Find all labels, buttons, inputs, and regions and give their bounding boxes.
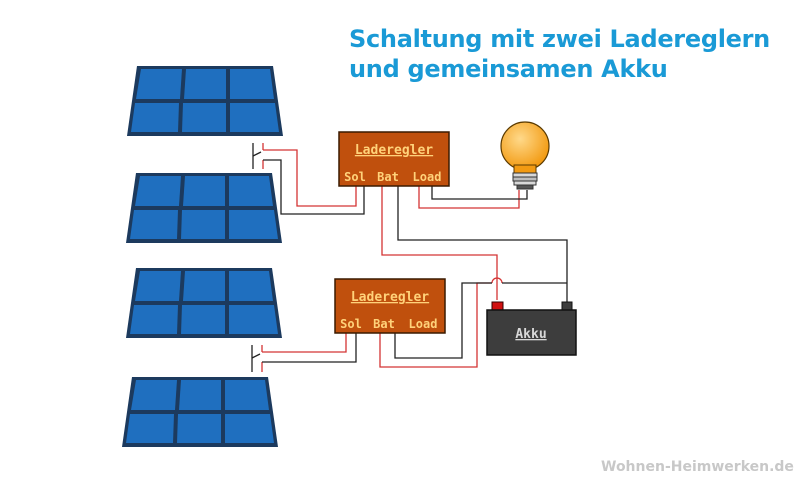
- terminal-load: Load: [409, 317, 438, 331]
- charge-controller-2: Laderegler Sol Bat Load: [334, 278, 446, 334]
- bottom-wiring: [251, 277, 567, 372]
- light-bulb-icon: [500, 121, 550, 190]
- charge-controller-1: Laderegler Sol Bat Load: [338, 131, 450, 187]
- terminal-load: Load: [413, 170, 442, 184]
- title-line-2: und gemeinsamen Akku: [349, 55, 668, 83]
- solar-panel-icon: [127, 66, 283, 136]
- watermark: Wohnen-Heimwerken.de: [601, 459, 794, 475]
- terminal-bat: Bat: [373, 317, 395, 331]
- controller-label: Laderegler: [351, 290, 429, 305]
- terminal-sol: Sol: [344, 170, 366, 184]
- diagram-title: Schaltung mit zwei Ladereglern und gemei…: [349, 24, 770, 84]
- battery-label: Akku: [515, 327, 546, 342]
- controller-label: Laderegler: [355, 143, 433, 158]
- solar-panel-icon: [126, 173, 282, 243]
- battery-icon: Akku: [486, 301, 577, 356]
- terminal-bat: Bat: [377, 170, 399, 184]
- solar-panel-icon: [126, 268, 282, 338]
- solar-panel-icon: [122, 377, 278, 447]
- title-line-1: Schaltung mit zwei Ladereglern: [349, 25, 770, 53]
- terminal-sol: Sol: [340, 317, 362, 331]
